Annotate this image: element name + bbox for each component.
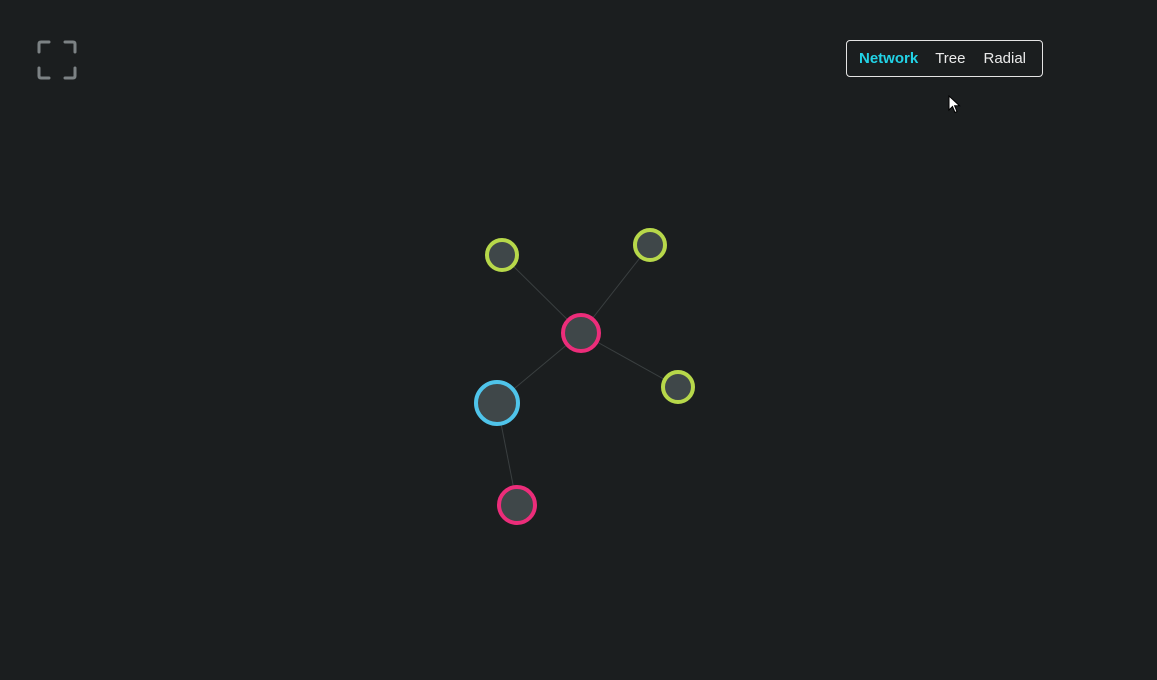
tab-radial[interactable]: Radial — [983, 50, 1027, 67]
graph-node-lime[interactable] — [485, 238, 519, 272]
graph-edges — [496, 244, 679, 506]
graph-node-pink[interactable] — [497, 485, 537, 525]
graph-node-cyan[interactable] — [474, 380, 520, 426]
graph-nodes — [474, 228, 695, 525]
tab-network[interactable]: Network — [859, 50, 919, 67]
graph-node-lime[interactable] — [661, 370, 695, 404]
graph-node-lime[interactable] — [633, 228, 667, 262]
tab-tree[interactable]: Tree — [935, 50, 966, 67]
graph-node-pink[interactable] — [561, 313, 601, 353]
fullscreen-button[interactable] — [36, 39, 78, 81]
mouse-cursor-icon — [948, 95, 961, 114]
layout-switcher: Network Tree Radial — [846, 40, 1043, 77]
fullscreen-corners-icon — [37, 40, 77, 80]
